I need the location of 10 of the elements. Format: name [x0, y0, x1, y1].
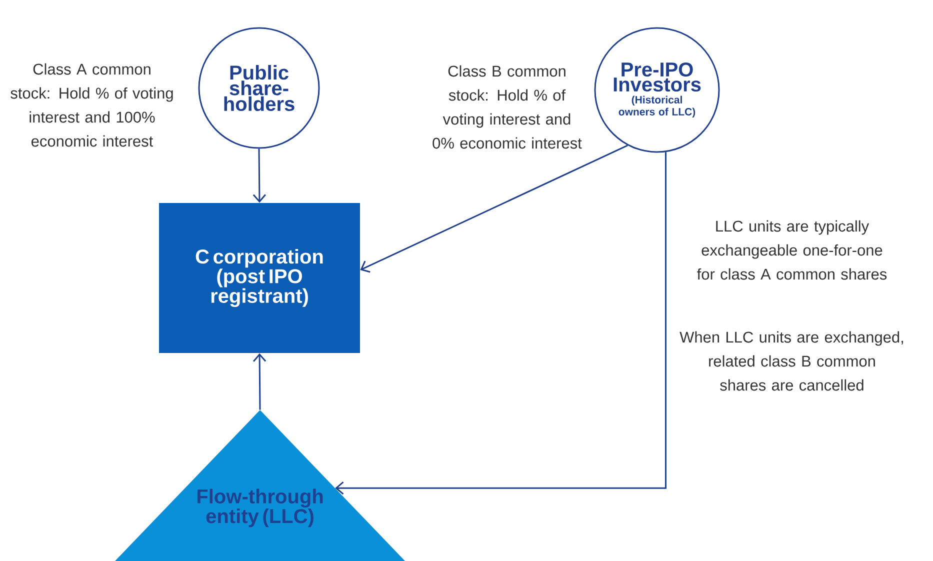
corporation-box: C corporation (post IPO registrant)	[159, 203, 360, 353]
note-text: Class A common stock: Hold % of voting interest and 100% economic interest	[10, 63, 173, 147]
arrow	[360, 144, 628, 273]
note-text: LLC units are typically exchangeable one-for-one for class A common shares	[697, 220, 887, 280]
arrow	[253, 353, 266, 410]
entity-triangle: Flow-through entity (LLC)	[115, 410, 405, 561]
note-text: When LLC units are exchanged, related class B common shares are cancelled	[680, 331, 903, 391]
note-text: Class B common stock: Hold % of voting interest and 0% economic interest	[432, 65, 582, 149]
arrow	[335, 152, 666, 495]
arrow	[252, 148, 266, 203]
